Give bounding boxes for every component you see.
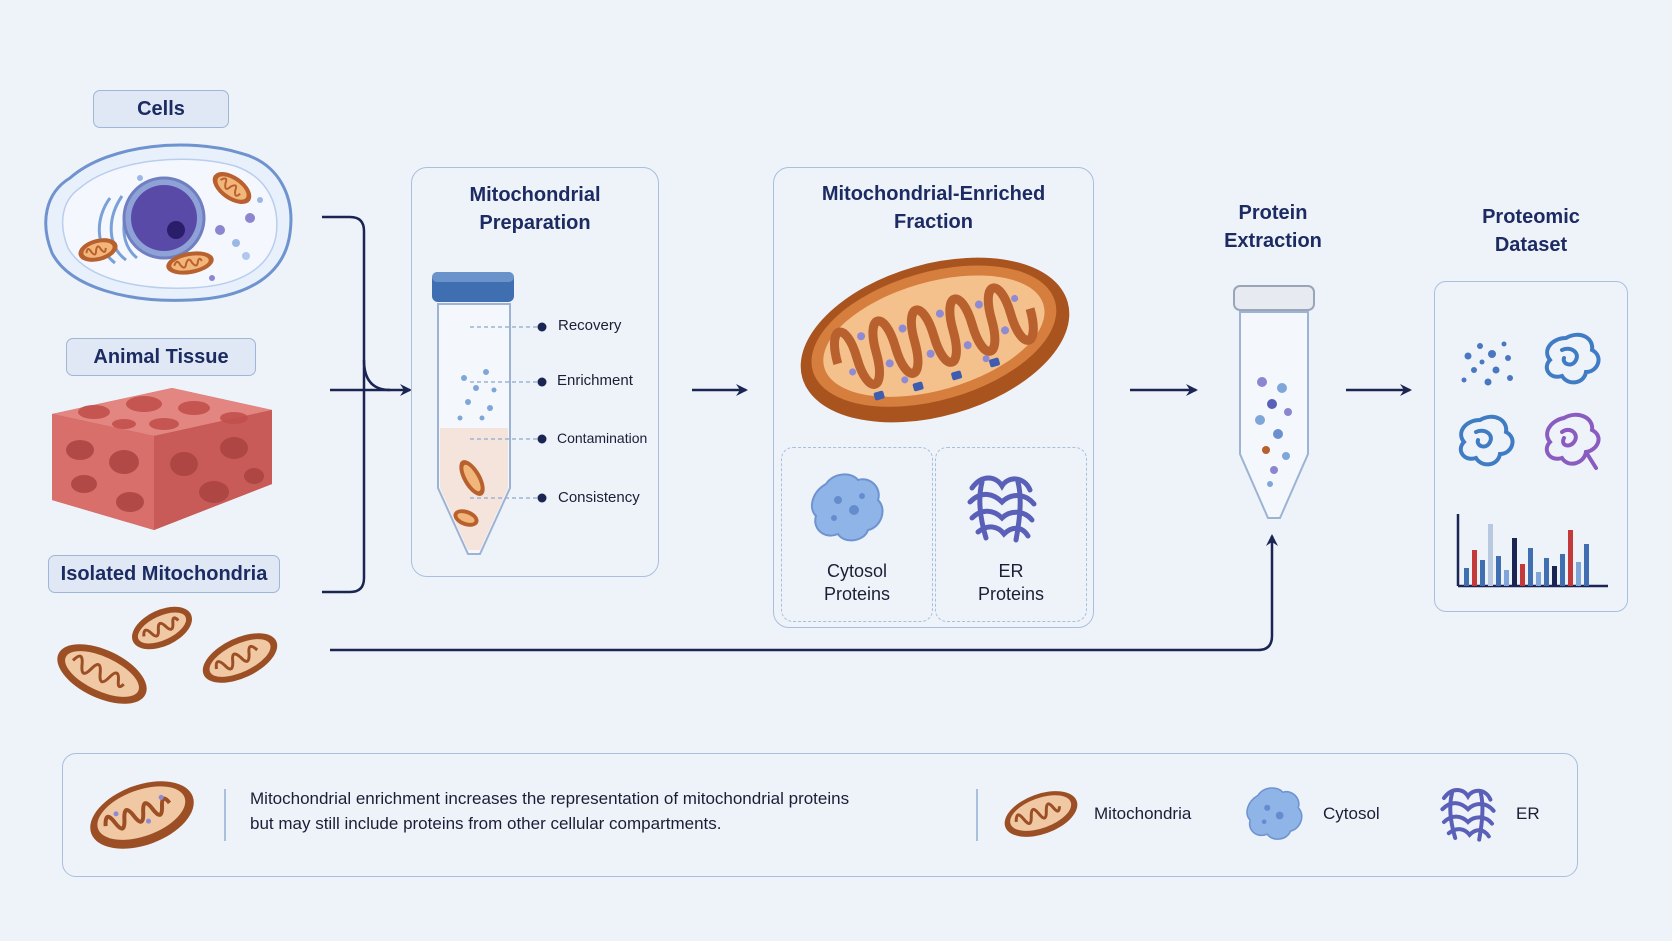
step-consistency: Consistency [558, 489, 640, 506]
legend-note-line2: but may still include proteins from othe… [250, 814, 722, 833]
dataset-title-line2: Dataset [1494, 234, 1568, 256]
extraction-title: Protein Extraction [1196, 199, 1350, 255]
isolated-mitochondria-label: Isolated Mitochondria [48, 555, 280, 593]
animal-tissue-icon [52, 388, 272, 530]
fraction-title-line2: Fraction [894, 211, 973, 233]
er-proteins-label: ER Proteins [935, 560, 1087, 606]
dataset-title: Proteomic Dataset [1434, 203, 1628, 259]
cell-icon [44, 143, 293, 302]
dataset-bar-chart-icon [1456, 514, 1608, 588]
legend-note: Mitochondrial enrichment increases the r… [250, 786, 950, 836]
legend-cytosol-icon [1246, 787, 1303, 840]
er-proteins-box [935, 447, 1087, 622]
legend-mitochondria-icon [1004, 791, 1078, 837]
cells-label: Cells [93, 90, 229, 128]
fraction-title: Mitochondrial-Enriched Fraction [773, 180, 1094, 236]
legend-item-mitochondria: Mitochondria [1094, 804, 1192, 823]
legend-divider-right [976, 789, 978, 841]
legend-item-er: ER [1516, 804, 1540, 823]
step-contamination: Contamination [557, 430, 648, 446]
preparation-title: Mitochondrial Preparation [411, 181, 659, 237]
er-proteins-line2: Proteins [977, 584, 1045, 604]
er-protein-icon [967, 475, 1037, 543]
step-recovery: Recovery [558, 317, 622, 334]
preparation-title-line2: Preparation [479, 212, 591, 234]
legend-mitochondrion-icon [90, 781, 194, 849]
step-enrichment: Enrichment [557, 372, 633, 389]
extraction-title-line1: Protein [1238, 202, 1308, 224]
legend-item-cytosol: Cytosol [1323, 804, 1380, 823]
legend-panel [62, 753, 1578, 877]
cytosol-proteins-box [781, 447, 933, 622]
cytosol-proteins-line2: Proteins [823, 584, 891, 604]
legend-er-icon [1440, 788, 1496, 842]
protein-structures-icon [1458, 332, 1601, 470]
isolated-mitochondria-icon [57, 606, 278, 704]
large-mitochondrion-icon [800, 257, 1070, 423]
legend-note-line1: Mitochondrial enrichment increases the r… [250, 789, 850, 808]
animal-tissue-label: Animal Tissue [66, 338, 256, 376]
preparation-step-leaders [470, 322, 547, 503]
legend-divider-left [224, 789, 226, 841]
dataset-title-line1: Proteomic [1482, 206, 1580, 228]
fraction-title-line1: Mitochondrial-Enriched [821, 183, 1046, 205]
cytosol-proteins-label: Cytosol Proteins [781, 560, 933, 606]
preparation-tube-icon [432, 272, 514, 555]
extraction-tube-icon [1233, 285, 1315, 519]
cytosol-protein-icon [810, 473, 884, 542]
er-proteins-line1: ER [998, 561, 1024, 581]
preparation-title-line1: Mitochondrial [469, 184, 601, 206]
extraction-title-line2: Extraction [1224, 230, 1322, 252]
cytosol-proteins-line1: Cytosol [826, 561, 888, 581]
